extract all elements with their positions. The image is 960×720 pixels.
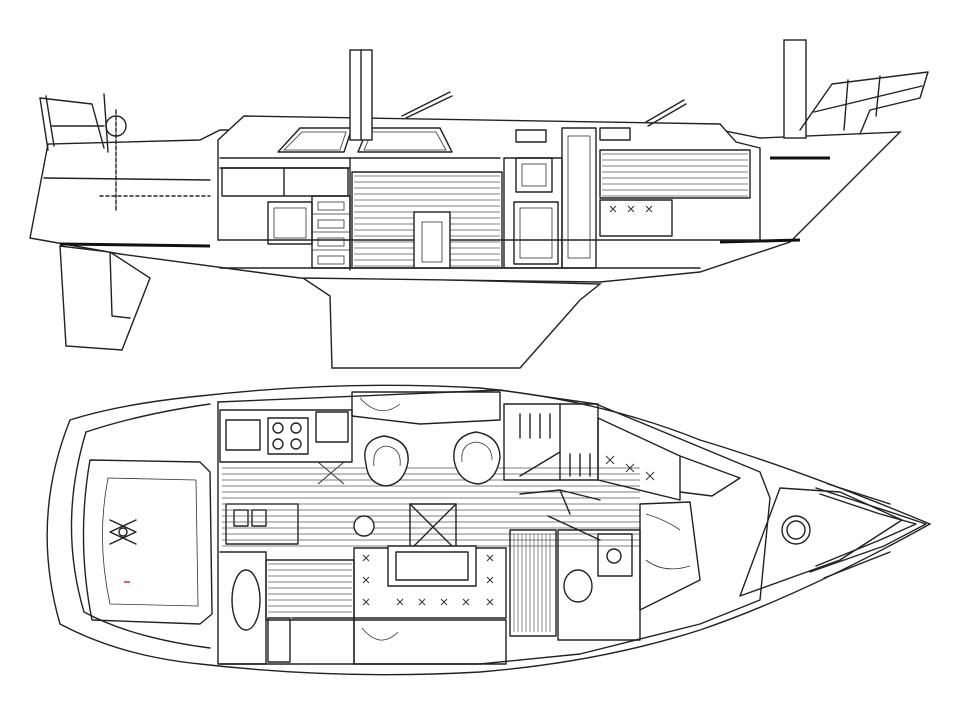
engine-grating [513,534,551,632]
cabin-house [217,115,761,241]
port-light [599,127,631,141]
salon-chair [364,435,409,487]
vberth-cushion [599,199,673,237]
head-door [513,201,559,265]
salon-chair [453,431,501,485]
companionway-grating [268,563,352,613]
rear-mast [783,39,807,139]
hanging-locker-plan [597,417,681,501]
v-berth [639,501,701,611]
table-post [353,515,375,537]
forward-hatch [781,515,811,545]
salon-door [413,211,451,269]
vent [401,91,451,117]
profile-view [29,39,929,369]
keel [297,275,602,369]
galley-sink [225,419,261,451]
cockpit [82,459,213,625]
stern-pulpit [39,93,127,211]
bow-pulpit [799,71,929,135]
galley-counter [219,409,353,463]
toilet [563,569,593,603]
helm-icon [109,519,137,545]
engine-box [509,529,557,637]
port-light [515,129,547,143]
rudder [59,245,151,351]
galley-stove-top [267,417,309,455]
vberth-paneling [602,153,748,197]
plan-view [46,384,932,676]
galley-cabinet [221,167,349,197]
settee-upper [351,391,501,425]
dinette-table [387,545,477,587]
plan-hull [46,384,932,676]
icebox [315,411,349,443]
head-sink [597,533,633,577]
vent [645,99,685,123]
bow-pulpit-plan [809,483,927,579]
cushion-buttons [609,205,653,213]
dinette-cushion-buttons [362,554,494,606]
medicine-cabinet [515,157,553,193]
trash-bin [267,617,291,663]
